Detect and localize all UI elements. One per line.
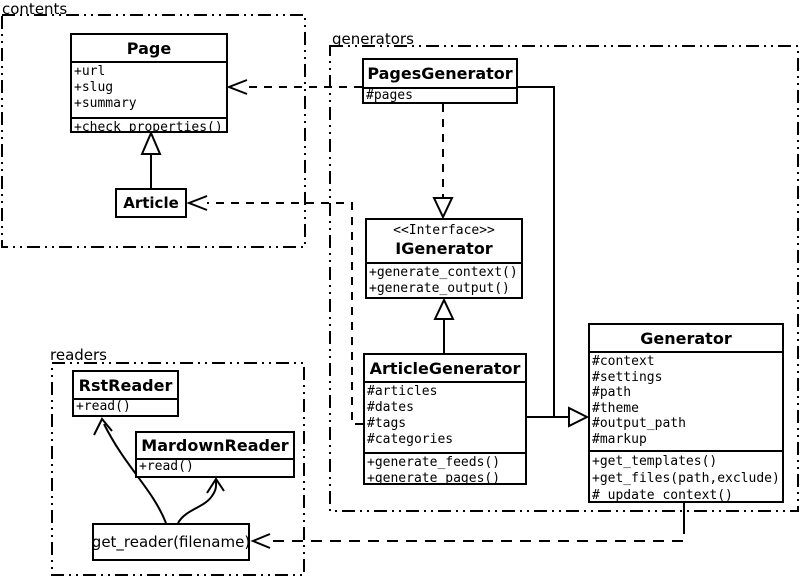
class-methods: +read() <box>74 398 177 415</box>
package-label-generators: generators <box>332 30 414 48</box>
method: +check_properties() <box>74 120 223 131</box>
package-contents-border <box>1 14 306 248</box>
class-title: ArticleGenerator <box>369 358 521 378</box>
class-generator: Generator #context #settings #path #them… <box>588 323 784 503</box>
class-title: MardownReader <box>141 436 289 455</box>
attribute: #path <box>592 385 632 400</box>
edge-pagesgenerator-to-igenerator-realization <box>432 104 454 220</box>
edge-getreader-to-mardownreader-arrow <box>177 477 225 524</box>
edge-pagesgenerator-to-page-dependency <box>226 79 362 95</box>
class-methods: +generate_feeds() +generate_pages() <box>365 452 525 483</box>
package-readers-border <box>51 362 305 576</box>
edge-generators-to-generator-generalization <box>518 86 590 428</box>
edge-articlegenerator-to-article-dependency <box>186 195 363 425</box>
class-methods: +get_templates() +get_files(path,exclude… <box>590 450 782 501</box>
attribute: #output_path <box>592 416 686 431</box>
method: +generate_output() <box>369 281 510 296</box>
class-stereotype: <<Interface>> <box>393 223 495 238</box>
attribute: #dates <box>367 400 414 415</box>
attribute: #settings <box>592 369 663 385</box>
class-title-text: IGenerator <box>395 239 493 258</box>
class-attributes: +url +slug +summary <box>72 61 226 117</box>
class-mardownreader: MardownReader +read() <box>135 431 295 478</box>
method: +generate_context() <box>369 265 518 280</box>
class-methods: +read() <box>137 458 293 476</box>
attribute: #tags <box>367 416 407 431</box>
package-label-contents: contents <box>2 0 68 18</box>
attribute: #pages <box>366 88 413 102</box>
method: +generate_pages() <box>367 471 501 483</box>
class-title: Article <box>123 194 179 212</box>
attribute: +url <box>74 64 106 79</box>
class-methods: +check_properties() <box>72 117 226 131</box>
class-rstreader: RstReader +read() <box>72 370 179 417</box>
attribute: #articles <box>367 384 438 399</box>
method: #_update_context() <box>592 488 733 501</box>
class-title: Generator <box>640 328 732 348</box>
class-title: <<Interface>> IGenerator <box>367 220 521 262</box>
class-attributes: #context #settings #path #theme #output_… <box>590 351 782 450</box>
attribute: #markup <box>592 431 647 447</box>
method: +get_files(path,exclude) <box>592 471 780 486</box>
class-attributes: #articles #dates #tags #categories <box>365 381 525 452</box>
edge-generator-to-getreader-dependency <box>250 503 685 549</box>
method: +read() <box>139 459 194 474</box>
class-title: PagesGenerator <box>367 64 513 83</box>
edge-article-to-page-generalization <box>140 130 162 188</box>
class-methods: +generate_context() +generate_output() <box>367 262 521 297</box>
attribute: #categories <box>367 432 454 447</box>
class-page: Page +url +slug +summary +check_properti… <box>70 33 228 133</box>
class-pagesgenerator: PagesGenerator #pages <box>362 58 518 104</box>
attribute: #context <box>592 354 655 369</box>
method: +generate_feeds() <box>367 455 501 470</box>
class-articlegenerator: ArticleGenerator #articles #dates #tags … <box>363 353 527 485</box>
class-igenerator: <<Interface>> IGenerator +generate_conte… <box>365 218 523 299</box>
attribute: #theme <box>592 400 639 416</box>
method: +read() <box>76 399 131 414</box>
function-get-reader: get_reader(filename) <box>92 523 250 561</box>
class-title: Page <box>126 38 172 58</box>
package-generators-border <box>329 45 799 512</box>
edge-articlegenerator-to-igenerator-generalization <box>433 297 455 353</box>
method: +get_templates() <box>592 454 718 469</box>
attribute: +summary <box>74 96 137 111</box>
class-article: Article <box>115 188 187 218</box>
class-attributes: #pages <box>364 87 516 102</box>
attribute: +slug <box>74 80 114 95</box>
package-label-readers: readers <box>50 346 107 364</box>
class-title: RstReader <box>78 375 173 395</box>
